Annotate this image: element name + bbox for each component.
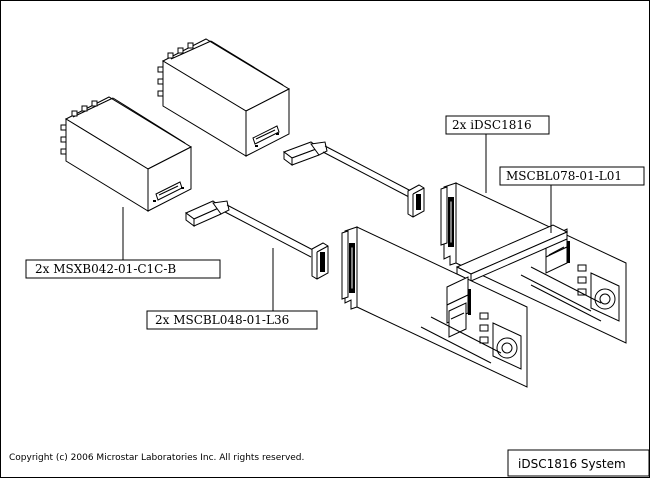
label-cable78-text: MSCBL078-01-L01 bbox=[506, 169, 622, 183]
label-module-text: 2x MSXB042-01-C1C-B bbox=[35, 262, 176, 276]
label-board: 2x iDSC1816 bbox=[445, 115, 550, 135]
cable-upper bbox=[282, 141, 425, 218]
copyright-text: Copyright (c) 2006 Microstar Laboratorie… bbox=[9, 453, 304, 463]
leader-lines bbox=[122, 134, 552, 311]
dsc-board-rear bbox=[440, 182, 627, 344]
ribbon-cable bbox=[455, 224, 569, 282]
label-module: 2x MSXB042-01-C1C-B bbox=[25, 259, 221, 279]
title-text: iDSC1816 System bbox=[518, 457, 626, 471]
interface-module-front bbox=[60, 96, 193, 212]
dsc-board-front bbox=[341, 226, 528, 388]
interface-module-rear bbox=[157, 38, 291, 157]
title-box bbox=[507, 449, 650, 477]
label-cable78: MSCBL078-01-L01 bbox=[499, 166, 645, 186]
label-cable48: 2x MSCBL048-01-L36 bbox=[146, 310, 318, 330]
label-board-text: 2x iDSC1816 bbox=[452, 118, 532, 132]
cable-lower bbox=[185, 200, 329, 280]
label-cable48-text: 2x MSCBL048-01-L36 bbox=[155, 313, 289, 327]
